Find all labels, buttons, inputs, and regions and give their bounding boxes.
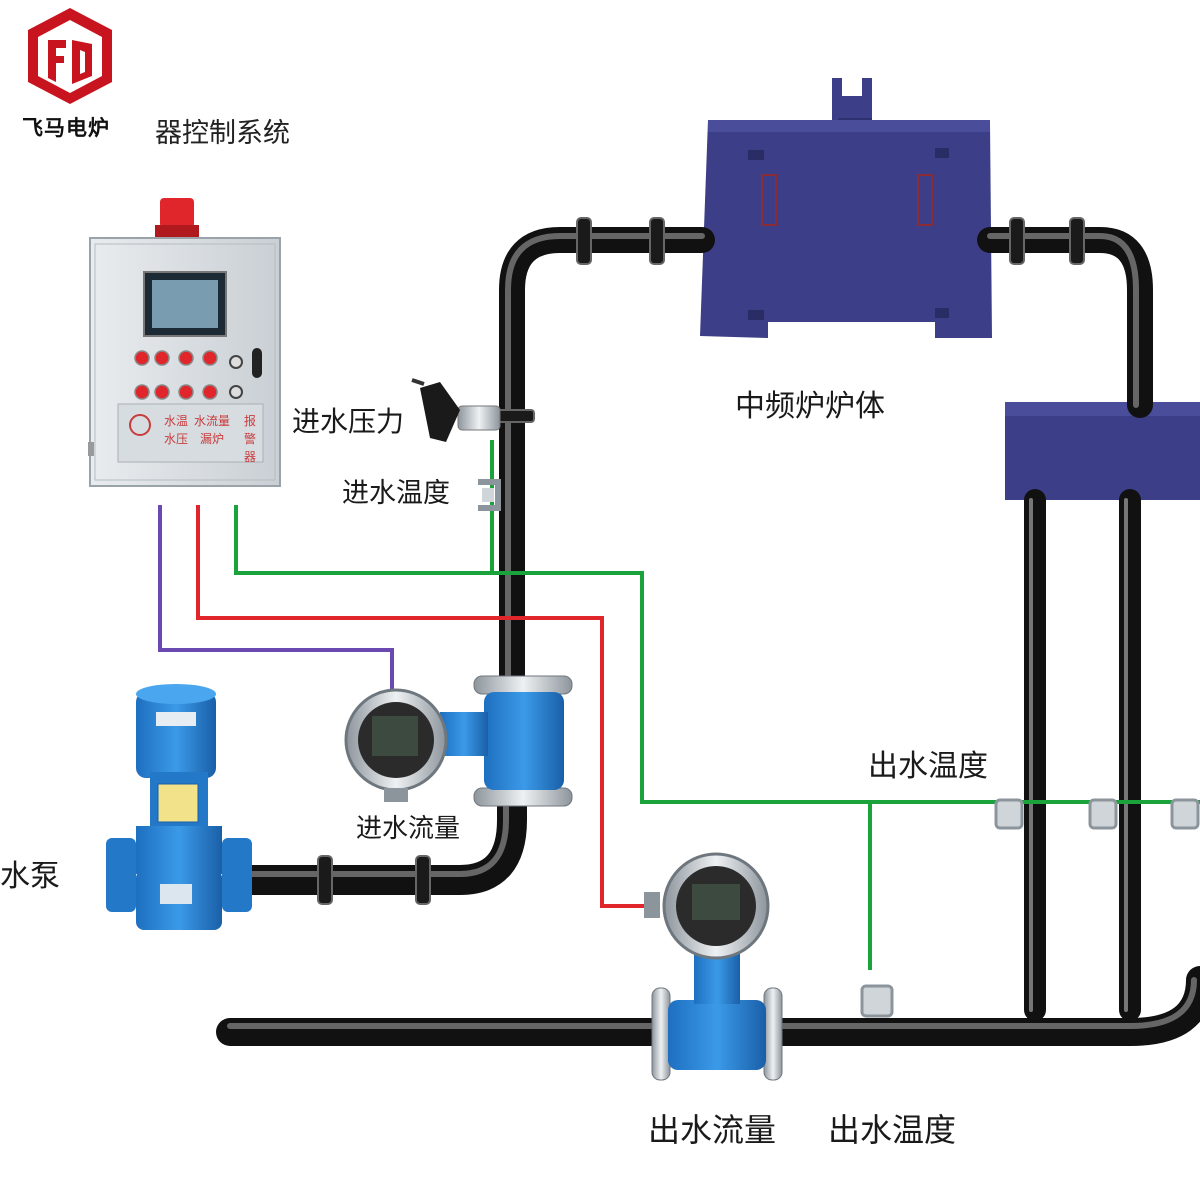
pipe-network bbox=[216, 227, 1200, 1046]
water-pump bbox=[106, 684, 252, 930]
label-inlet-pressure: 进水压力 bbox=[292, 405, 405, 438]
wire-green-main bbox=[234, 505, 1200, 804]
label-outlet-temperature-lower: 出水温度 bbox=[828, 1111, 957, 1149]
label-furnace: 中频炉炉体 bbox=[735, 389, 885, 424]
control-cabinet bbox=[88, 198, 281, 487]
pipe-flanges bbox=[317, 217, 1085, 905]
label-inlet-temperature: 进水温度 bbox=[342, 478, 450, 509]
panel-label-water-flow: 水流量 bbox=[194, 414, 231, 428]
panel-label-water-temp: 水温 bbox=[164, 414, 189, 428]
panel-label-leak: 漏炉 bbox=[200, 432, 225, 446]
brand-name: 飞马电炉 bbox=[22, 116, 110, 140]
label-pump: 水泵 bbox=[0, 859, 60, 894]
brand-logo bbox=[28, 8, 112, 104]
outlet-flow-meter bbox=[644, 852, 783, 1081]
inlet-pressure-sensor bbox=[411, 378, 501, 442]
inlet-flow-meter bbox=[344, 675, 573, 807]
label-outlet-flow: 出水流量 bbox=[648, 1111, 777, 1149]
label-outlet-temperature-upper: 出水温度 bbox=[868, 749, 988, 784]
wire-red bbox=[196, 505, 650, 908]
wire-purple bbox=[158, 505, 394, 690]
panel-label-alarm-2: 警 bbox=[244, 432, 257, 446]
inlet-temperature-sensor bbox=[478, 479, 501, 511]
auxiliary-tank bbox=[1005, 402, 1200, 500]
system-title: 器控制系统 bbox=[155, 118, 290, 149]
outlet-temperature-sensors bbox=[994, 798, 1200, 830]
panel-label-water-pressure: 水压 bbox=[164, 432, 189, 446]
panel-label-alarm-1: 报 bbox=[244, 414, 257, 428]
panel-label-alarm-3: 器 bbox=[244, 450, 257, 464]
furnace-body bbox=[700, 66, 992, 338]
outlet-temperature-sensor-bottom bbox=[860, 984, 894, 1018]
label-inlet-flow: 进水流量 bbox=[356, 814, 461, 844]
